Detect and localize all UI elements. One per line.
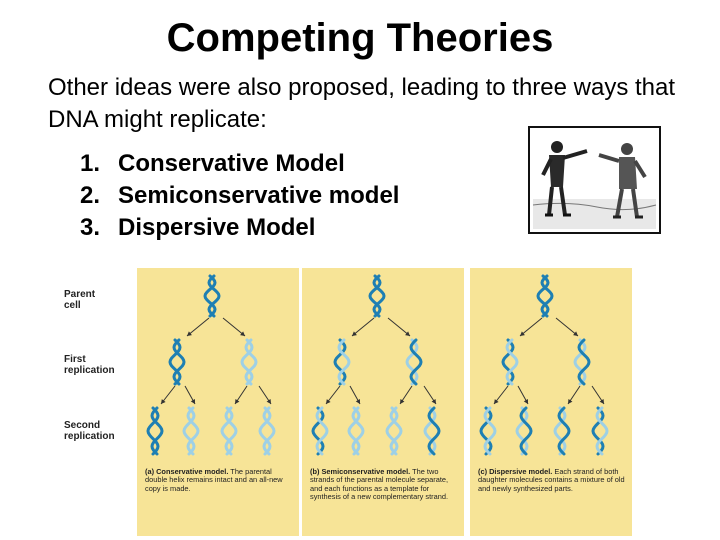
- model-label-dispersive: Dispersive Model: [118, 214, 316, 241]
- list-number: 1.: [80, 150, 101, 177]
- dispersive-diagram: [479, 274, 609, 456]
- model-label-conservative: Conservative Model: [118, 150, 345, 177]
- arrow-head: [599, 399, 604, 404]
- arrow-head: [190, 399, 195, 404]
- second-gen-helix: [515, 406, 533, 456]
- caption-conservative: (a) Conservative model. The parental dou…: [145, 467, 283, 493]
- arrow-head: [405, 331, 410, 336]
- second-gen-helix: [220, 406, 238, 456]
- caption-semiconservative: (b) Semiconservative model. The two stra…: [310, 467, 449, 502]
- arrow-head: [431, 399, 436, 404]
- second-gen-helix: [347, 406, 365, 456]
- arrow: [555, 317, 579, 337]
- second-gen-helix: [182, 406, 200, 456]
- panel-semiconservative: (b) Semiconservative model. The two stra…: [302, 268, 464, 536]
- model-label-semiconservative: Semiconservative model: [118, 182, 400, 209]
- models-list: 1. Conservative Model 2. Semiconservative …: [80, 148, 399, 244]
- arrow-head: [240, 331, 245, 336]
- arrow: [186, 317, 210, 337]
- parent-helix: [368, 274, 386, 318]
- first-gen-helix: [240, 338, 258, 386]
- arrow-head: [400, 399, 405, 404]
- first-gen-helix: [333, 338, 351, 386]
- arrow-head: [326, 399, 331, 404]
- arrow-head: [573, 331, 578, 336]
- arrow: [222, 317, 246, 337]
- panel-conservative: (a) Conservative model. The parental dou…: [137, 268, 299, 536]
- slide-title: Competing Theories: [166, 16, 554, 60]
- second-gen-helix: [423, 406, 441, 456]
- first-gen-helix: [501, 338, 519, 386]
- arrow-head: [161, 399, 166, 404]
- list-item: 3. Dispersive Model: [80, 212, 399, 244]
- second-gen-helix: [553, 406, 571, 456]
- intro-text: Other ideas were also proposed, leading …: [48, 74, 676, 133]
- semiconservative-diagram: [311, 274, 441, 456]
- arrow-head: [568, 399, 573, 404]
- arrow: [351, 317, 375, 337]
- parent-helix: [536, 274, 554, 318]
- second-gen-helix: [258, 406, 276, 456]
- list-number: 3.: [80, 214, 101, 241]
- caption-dispersive: (c) Dispersive model. Each strand of bot…: [478, 467, 625, 493]
- arrow-head: [523, 399, 528, 404]
- arrow: [519, 317, 543, 337]
- second-gen-helix: [479, 406, 497, 456]
- arrow: [387, 317, 411, 337]
- arrow-head: [355, 399, 360, 404]
- second-gen-helix: [146, 406, 164, 456]
- parent-helix: [203, 274, 221, 318]
- list-item: 1. Conservative Model: [80, 148, 399, 180]
- list-number: 2.: [80, 182, 101, 209]
- second-gen-helix: [311, 406, 329, 456]
- first-gen-helix: [405, 338, 423, 386]
- two-men-arguing-icon: [527, 125, 662, 235]
- arrow-head: [187, 331, 192, 336]
- second-gen-helix: [385, 406, 403, 456]
- first-gen-helix: [573, 338, 591, 386]
- arrow-head: [235, 399, 240, 404]
- list-item: 2. Semiconservative model: [80, 180, 399, 212]
- panel-dispersive: (c) Dispersive model. Each strand of bot…: [470, 268, 632, 536]
- first-gen-helix: [168, 338, 186, 386]
- arrow-head: [494, 399, 499, 404]
- arrow-head: [352, 331, 357, 336]
- second-gen-helix: [591, 406, 609, 456]
- conservative-diagram: [146, 274, 276, 456]
- arrow-head: [266, 399, 271, 404]
- arrow-head: [520, 331, 525, 336]
